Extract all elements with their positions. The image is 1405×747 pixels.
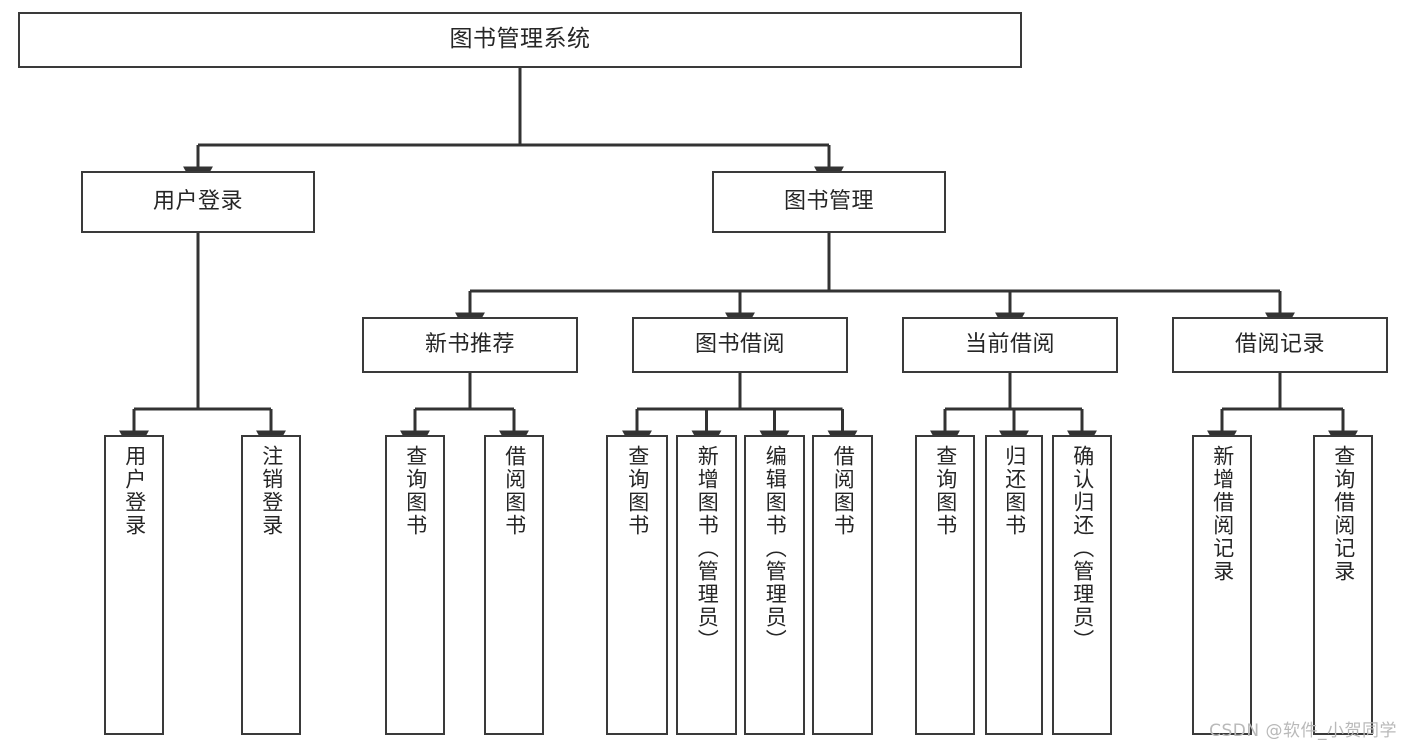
node-label: 当前借阅 [964, 331, 1055, 357]
node-records[interactable]: 借阅记录 [1172, 317, 1388, 373]
node-label: 新增借阅记录 [1210, 445, 1235, 583]
node-label: 确认归还（管理员） [1070, 445, 1095, 652]
watermark-text: CSDN @软件_小贺同学 [1209, 721, 1397, 741]
node-label: 借阅图书 [831, 445, 856, 537]
node-leaf-rc1[interactable]: 新增借阅记录 [1192, 435, 1252, 735]
node-bookmgmt[interactable]: 图书管理 [712, 171, 946, 233]
node-login[interactable]: 用户登录 [81, 171, 315, 233]
node-label: 图书管理系统 [449, 26, 591, 53]
node-label: 图书管理 [783, 188, 874, 214]
node-label: 注销登录 [259, 445, 284, 537]
node-root[interactable]: 图书管理系统 [18, 12, 1022, 68]
node-label: 借阅图书 [502, 445, 527, 537]
node-label: 归还图书 [1002, 445, 1027, 537]
connector-lines [119, 68, 1358, 458]
node-borrow[interactable]: 图书借阅 [632, 317, 848, 373]
node-label: 新增图书（管理员） [695, 445, 720, 652]
node-newbooks[interactable]: 新书推荐 [362, 317, 578, 373]
node-leaf-nb2[interactable]: 借阅图书 [484, 435, 544, 735]
node-leaf-bw1[interactable]: 查询图书 [606, 435, 668, 735]
node-label: 图书借阅 [694, 331, 785, 357]
node-leaf-bw4[interactable]: 借阅图书 [812, 435, 873, 735]
node-leaf-login2[interactable]: 注销登录 [241, 435, 301, 735]
node-label: 查询图书 [403, 445, 428, 537]
node-label: 借阅记录 [1234, 331, 1325, 357]
node-leaf-cr3[interactable]: 确认归还（管理员） [1052, 435, 1112, 735]
node-label: 编辑图书（管理员） [763, 445, 788, 652]
node-label: 查询图书 [625, 445, 650, 537]
node-leaf-cr1[interactable]: 查询图书 [915, 435, 975, 735]
node-leaf-login1[interactable]: 用户登录 [104, 435, 164, 735]
node-leaf-rc2[interactable]: 查询借阅记录 [1313, 435, 1373, 735]
node-label: 用户登录 [122, 445, 147, 537]
node-label: 查询图书 [933, 445, 958, 537]
node-label: 用户登录 [152, 188, 243, 214]
node-label: 查询借阅记录 [1331, 445, 1356, 583]
node-current[interactable]: 当前借阅 [902, 317, 1118, 373]
node-leaf-bw2[interactable]: 新增图书（管理员） [676, 435, 737, 735]
node-leaf-nb1[interactable]: 查询图书 [385, 435, 445, 735]
node-leaf-bw3[interactable]: 编辑图书（管理员） [744, 435, 805, 735]
node-leaf-cr2[interactable]: 归还图书 [985, 435, 1043, 735]
node-label: 新书推荐 [424, 331, 515, 357]
